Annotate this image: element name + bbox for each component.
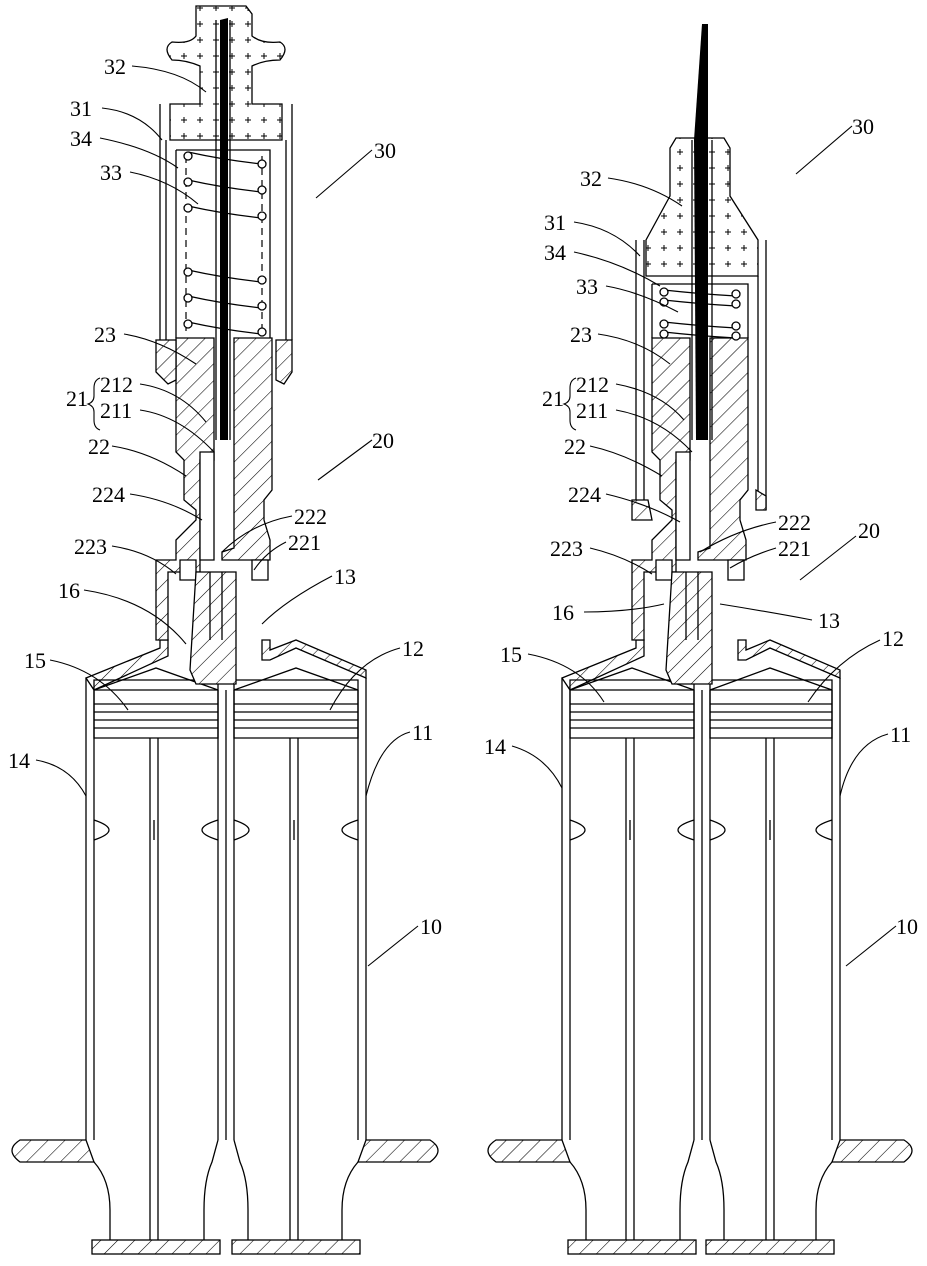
- piston-right: [233, 667, 359, 739]
- right-leader-lines: [511, 125, 897, 967]
- label-22: 22: [564, 434, 586, 459]
- label-223: 223: [550, 536, 583, 561]
- label-16: 16: [552, 600, 574, 625]
- right-view-assembly: [487, 24, 913, 1255]
- label-22: 22: [88, 434, 110, 459]
- label-223: 223: [74, 534, 107, 559]
- label-32: 32: [104, 54, 126, 79]
- label-30: 30: [374, 138, 396, 163]
- brace-21-left: [86, 377, 101, 431]
- label-34: 34: [544, 240, 566, 265]
- label-32: 32: [580, 166, 602, 191]
- label-222: 222: [778, 510, 811, 535]
- label-16: 16: [58, 578, 80, 603]
- label-224: 224: [92, 482, 125, 507]
- piston-right: [709, 667, 833, 739]
- label-14: 14: [8, 748, 30, 773]
- left-view-assembly: [11, 5, 439, 1255]
- label-20: 20: [372, 428, 394, 453]
- label-212: 212: [576, 372, 609, 397]
- brace-21-right: [562, 377, 577, 431]
- spring-33: [659, 287, 741, 341]
- label-221: 221: [288, 530, 321, 555]
- label-30: 30: [852, 114, 874, 139]
- left-callout-labels: 30 32 31 34 33 23 21 212 211 22 20 224 2…: [8, 54, 442, 939]
- plunger-rods: [91, 738, 361, 1255]
- plunger-rods: [567, 738, 835, 1255]
- spring-33: [183, 151, 267, 337]
- label-14: 14: [484, 734, 506, 759]
- label-221: 221: [778, 536, 811, 561]
- needle-shield-30: [155, 5, 293, 440]
- label-224: 224: [568, 482, 601, 507]
- label-10: 10: [420, 914, 442, 939]
- label-211: 211: [100, 398, 132, 423]
- label-34: 34: [70, 126, 92, 151]
- label-13: 13: [334, 564, 356, 589]
- connector-20: [155, 337, 273, 685]
- label-21: 21: [542, 386, 564, 411]
- label-20: 20: [858, 518, 880, 543]
- label-23: 23: [570, 322, 592, 347]
- label-222: 222: [294, 504, 327, 529]
- syringe-body: [11, 639, 439, 1246]
- syringe-body: [487, 639, 913, 1246]
- label-31: 31: [544, 210, 566, 235]
- label-11: 11: [890, 722, 911, 747]
- label-31: 31: [70, 96, 92, 121]
- connector-20: [631, 337, 749, 685]
- label-23: 23: [94, 322, 116, 347]
- label-15: 15: [500, 642, 522, 667]
- label-212: 212: [100, 372, 133, 397]
- label-15: 15: [24, 648, 46, 673]
- label-13: 13: [818, 608, 840, 633]
- right-callout-labels: 30 32 31 34 33 23 21 212 211 22 20 224 2…: [484, 114, 918, 939]
- label-21: 21: [66, 386, 88, 411]
- label-12: 12: [882, 626, 904, 651]
- left-leader-lines: [35, 65, 419, 967]
- label-12: 12: [402, 636, 424, 661]
- needle-shield-30: [631, 24, 767, 521]
- label-211: 211: [576, 398, 608, 423]
- label-33: 33: [576, 274, 598, 299]
- label-33: 33: [100, 160, 122, 185]
- label-11: 11: [412, 720, 433, 745]
- label-10: 10: [896, 914, 918, 939]
